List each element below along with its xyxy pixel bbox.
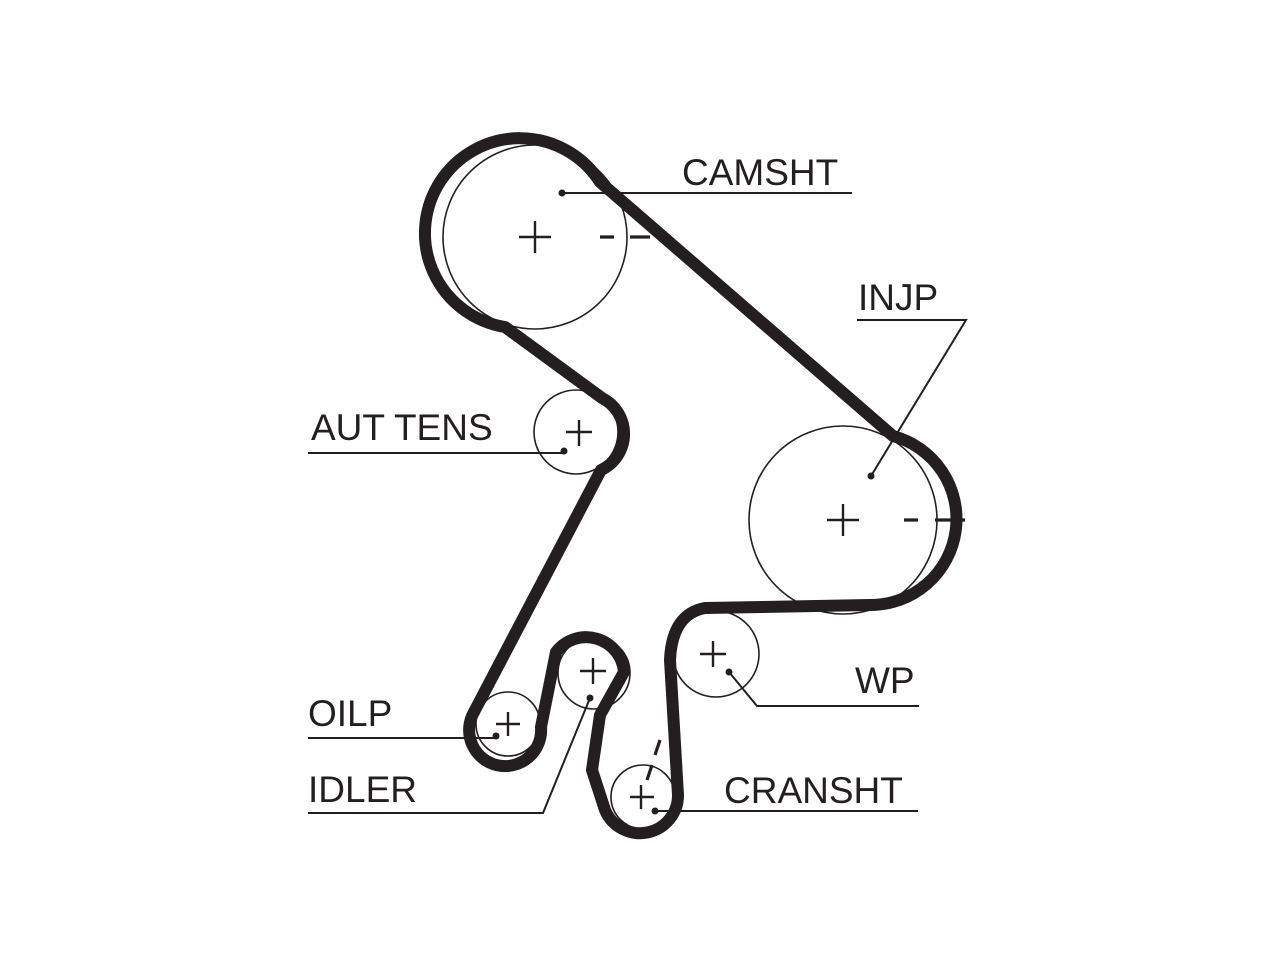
water-pump-pulley [672, 610, 760, 698]
label-injection-pump: INJP [858, 277, 938, 318]
injection-pump-leader [857, 319, 968, 477]
idler-pulley [557, 636, 631, 710]
label-oil-pump: OILP [308, 693, 392, 734]
timing-belt [419, 132, 963, 840]
label-idler: IDLER [308, 769, 417, 810]
oil-pump-pulley [475, 691, 541, 757]
label-auto-tensioner: AUT TENS [311, 407, 493, 448]
label-water-pump: WP [855, 660, 915, 701]
camshaft-pulley [442, 144, 650, 330]
crankshaft-pulley [610, 739, 676, 830]
idler-leader [308, 697, 591, 814]
label-crankshaft: CRANSHT [724, 770, 903, 811]
injection-pump-pulley [748, 425, 965, 615]
label-camshaft: CAMSHT [682, 152, 838, 193]
water-pump-leader [728, 671, 919, 707]
leader-lines [308, 189, 968, 815]
auto-tensioner-pulley [533, 389, 619, 475]
